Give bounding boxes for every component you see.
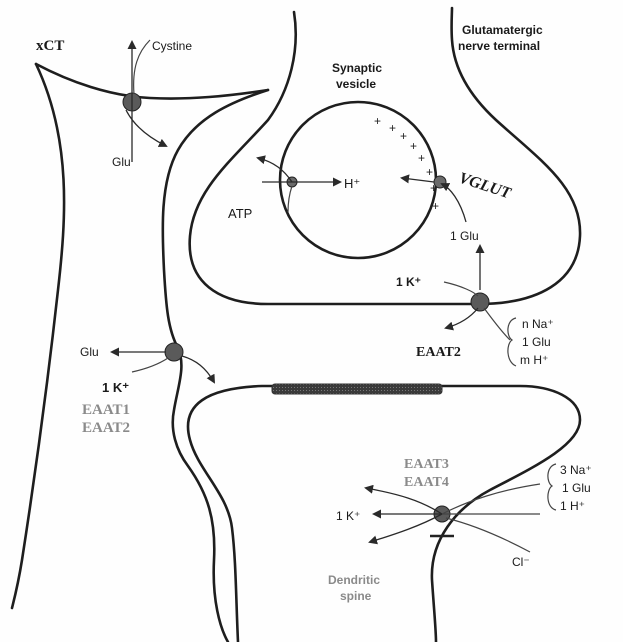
label-synaptic-vesicle-1: Synaptic: [332, 61, 382, 75]
spine-upper-left-arrow: [366, 488, 442, 514]
astrocyte-membrane-left: [12, 64, 64, 608]
cystine-in-arrow: [134, 40, 150, 94]
label-vglut: VGLUT: [457, 170, 514, 203]
label-glu-astro: Glu: [80, 345, 99, 359]
label-n-na: n Na⁺: [522, 317, 554, 331]
label-1-h-spine: 1 H⁺: [560, 499, 585, 513]
astrocyte-membrane-outer: [36, 64, 268, 99]
label-1-glu-terminal: 1 Glu: [522, 335, 551, 349]
label-eaat1: EAAT1: [82, 402, 130, 418]
label-1-k-spine: 1 K⁺: [336, 509, 360, 523]
eaat2-terminal-out-arrow: [446, 308, 478, 328]
label-atp: ATP: [228, 206, 252, 221]
eaat-astro-k-line: [132, 358, 168, 372]
eaat2-terminal-in-line: [484, 308, 510, 340]
label-1-glu-spine: 1 Glu: [562, 481, 591, 495]
spine-cl-line: [446, 518, 530, 552]
eaat-astro-k-out-arrow: [182, 356, 214, 382]
vglut-glu-in-arrow: [442, 184, 466, 222]
svg-text:+: +: [389, 121, 396, 135]
label-cl-minus: Cl⁻: [512, 555, 530, 569]
vglut-transporter-icon: [434, 176, 446, 188]
label-3-na: 3 Na⁺: [560, 463, 592, 477]
label-1-glu-vesicle: 1 Glu: [450, 229, 479, 243]
eaat2-terminal-brace: [508, 318, 516, 366]
label-1-k-terminal: 1 K⁺: [396, 275, 421, 289]
label-glutamatergic-2: nerve terminal: [458, 39, 540, 53]
label-glutamatergic-1: Glutamatergic: [462, 23, 543, 37]
spine-brace: [548, 464, 556, 510]
svg-text:+: +: [418, 151, 425, 165]
eaat2-terminal-transporter-icon: [471, 293, 489, 311]
vesicle-positive-charges: +++ +++ ++: [374, 114, 439, 213]
label-glu-top: Glu: [112, 155, 131, 169]
label-xct: xCT: [36, 38, 64, 54]
spine-lower-left-arrow: [370, 514, 442, 542]
svg-text:+: +: [426, 165, 433, 179]
label-eaat4: EAAT4: [404, 475, 449, 490]
svg-text:+: +: [374, 114, 381, 128]
eaat2-terminal-k-line: [444, 282, 478, 296]
label-cystine: Cystine: [152, 39, 192, 53]
label-dendritic-2: spine: [340, 589, 372, 603]
svg-text:+: +: [432, 199, 439, 213]
label-synaptic-vesicle-2: vesicle: [336, 77, 376, 91]
svg-text:+: +: [400, 129, 407, 143]
label-m-h: m H⁺: [520, 353, 548, 367]
svg-text:+: +: [410, 139, 417, 153]
postsynaptic-density: [272, 384, 442, 394]
label-eaat3: EAAT3: [404, 457, 449, 472]
label-eaat2-astro: EAAT2: [82, 420, 130, 436]
label-dendritic-1: Dendritic: [328, 573, 380, 587]
label-h-plus: H⁺: [344, 176, 360, 191]
atp-in-line: [288, 186, 292, 212]
label-1-k-astro: 1 K⁺: [102, 380, 129, 395]
label-eaat2-terminal: EAAT2: [416, 345, 461, 360]
atp-out-arrow: [258, 158, 292, 182]
astrocyte-membrane-inner: [163, 90, 268, 642]
